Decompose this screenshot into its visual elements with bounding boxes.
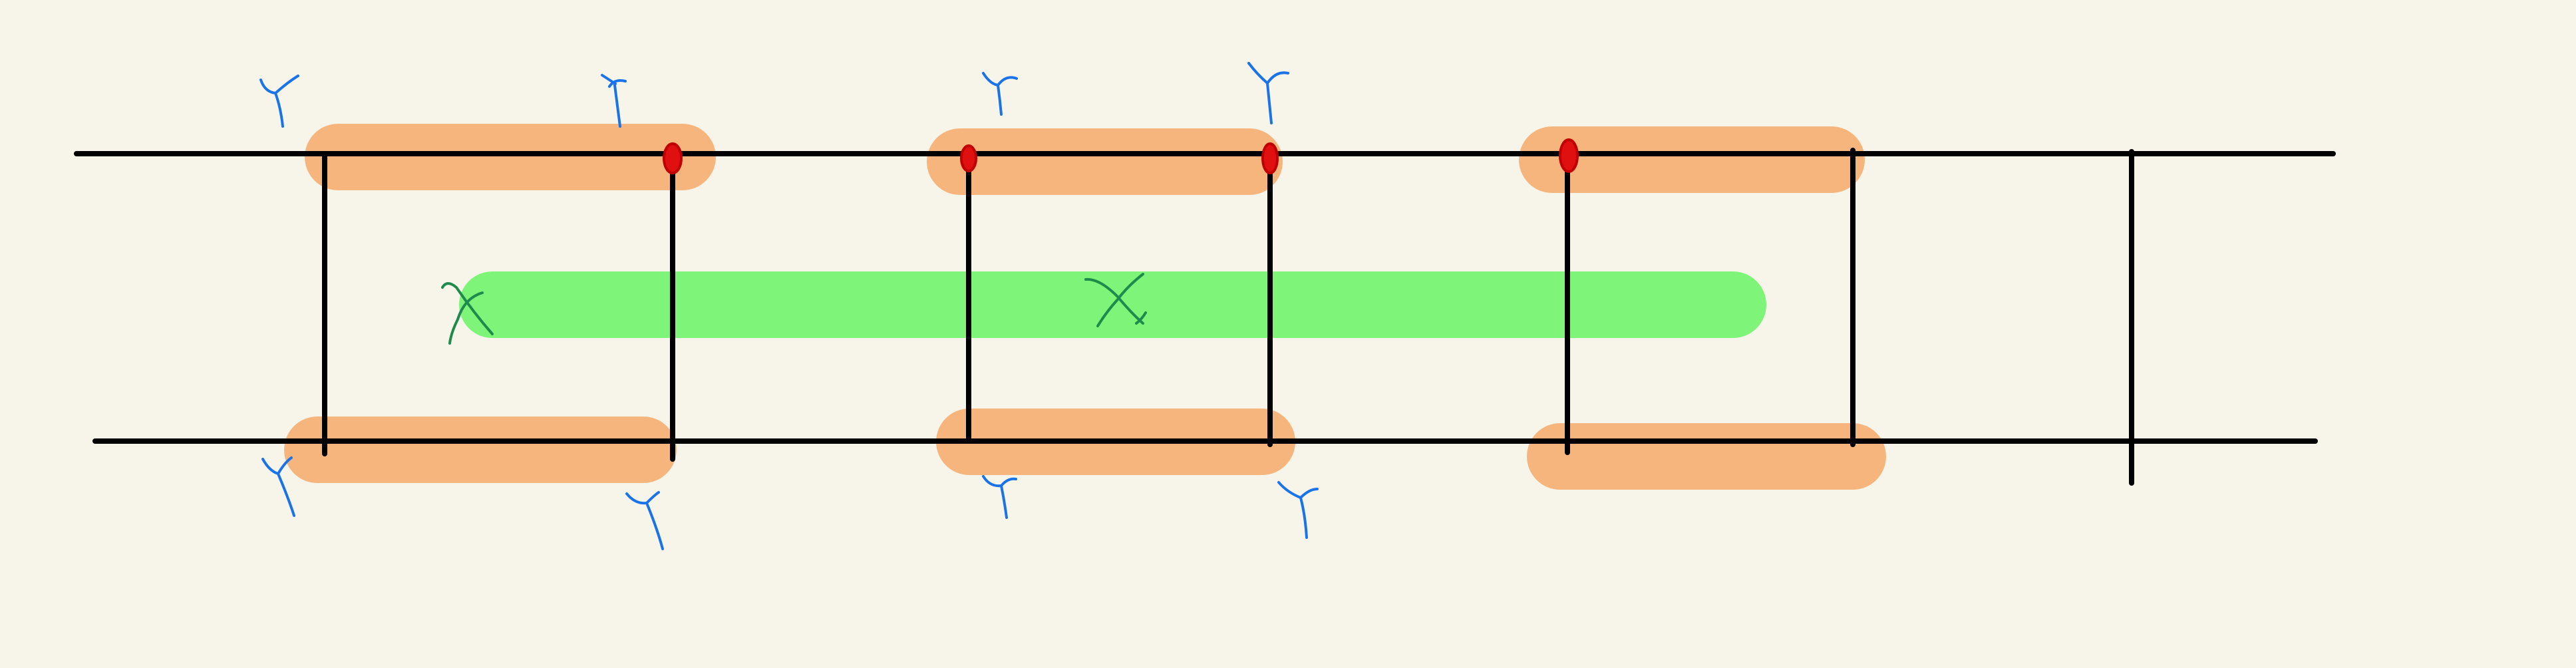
y-mark-bottom-2 [625,491,664,550]
red-dot-4 [1559,138,1579,173]
orange-highlight-top-3 [1519,126,1865,193]
x-mark-1 [441,282,494,345]
y-mark-top-3 [982,72,1018,116]
highlights [284,124,1886,490]
x-label: X [4,2,5,3]
orange-highlight-bottom-1 [284,417,677,483]
y-marks [259,62,1319,550]
y-mark-top-4 [1247,62,1289,124]
orange-highlight-bottom-3 [1527,423,1886,490]
rails [74,151,2336,444]
rungs [322,148,2134,486]
y-mark-top-2 [601,74,627,128]
red-dot-2 [960,144,977,172]
x-mark-2 [1084,273,1147,327]
orange-highlight-top-2 [927,128,1283,195]
mark-labels: Y X [1,2,5,3]
y-mark-bottom-3 [982,475,1017,519]
red-dots [663,138,1579,174]
y-mark-bottom-1 [261,456,295,517]
x-marks [441,273,1147,345]
y-mark-bottom-4 [1277,481,1319,539]
orange-highlight-top-1 [305,124,716,190]
red-dot-3 [1261,142,1279,174]
red-dot-1 [663,142,683,174]
y-label: Y [1,2,3,3]
y-mark-top-1 [259,75,299,128]
